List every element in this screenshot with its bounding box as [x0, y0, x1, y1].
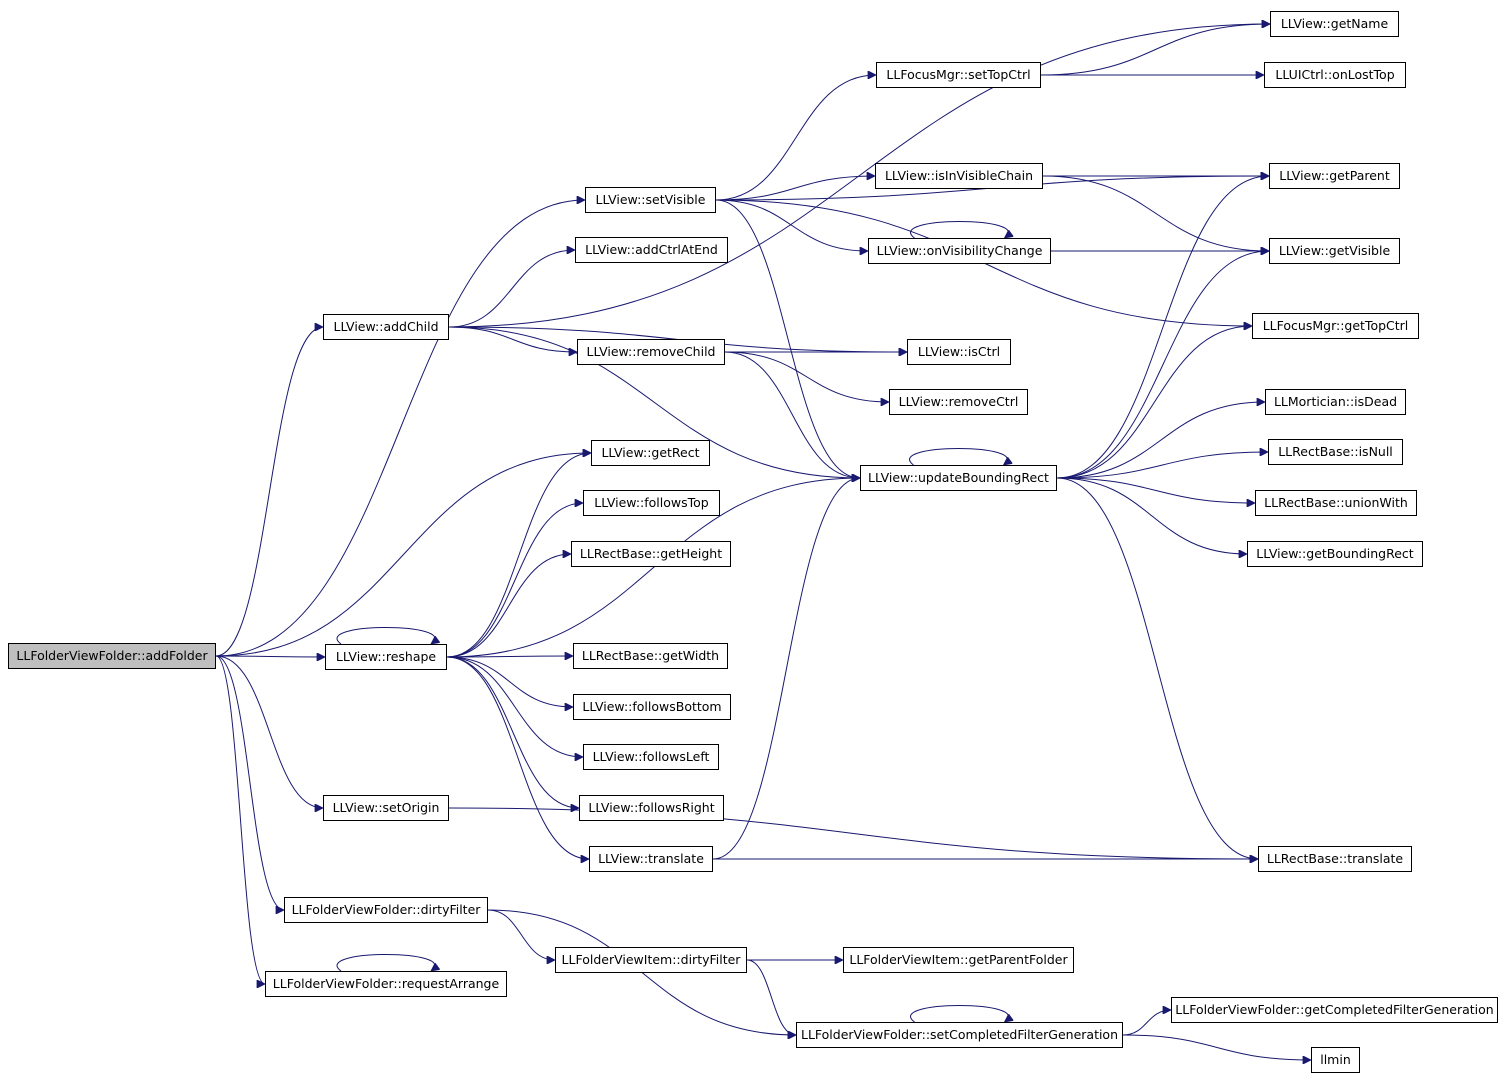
edge-addChild-to-getName — [448, 24, 1270, 328]
node-remove-ctrl[interactable]: LLView::removeCtrl — [889, 389, 1028, 415]
edge-updateBoundingRect-to-getParent — [1056, 176, 1269, 479]
edge-addChild-to-addCtrlAtEnd — [448, 250, 575, 328]
node-get-name[interactable]: LLView::getName — [1270, 11, 1399, 37]
edge-onVisibilityChange-to-onVisibilityChange — [910, 221, 1009, 239]
edge-updateBoundingRect-to-getBoundingRect — [1056, 477, 1247, 554]
edge-reshape-to-followsRight — [446, 656, 579, 808]
node-is-dead[interactable]: LLMortician::isDead — [1265, 389, 1406, 415]
node-set-origin[interactable]: LLView::setOrigin — [323, 795, 449, 821]
edge-dirtyFilter-to-itemDirtyFilter — [487, 909, 555, 960]
edge-reshape-to-getHeight — [446, 554, 571, 658]
node-get-parent-folder[interactable]: LLFolderViewItem::getParentFolder — [843, 947, 1074, 973]
edge-updateBoundingRect-to-getVisible — [1056, 251, 1269, 479]
node-set-visible[interactable]: LLView::setVisible — [585, 187, 716, 213]
edge-reshape-to-getRect — [446, 453, 591, 658]
node-item-dirty-filter[interactable]: LLFolderViewItem::dirtyFilter — [555, 947, 747, 973]
edge-requestArrange-to-requestArrange — [336, 954, 435, 972]
node-is-in-visible-chain[interactable]: LLView::isInVisibleChain — [875, 163, 1043, 189]
edge-setCompletedFilterGeneration-to-setCompletedFilterGeneration — [910, 1005, 1009, 1023]
edge-setCompletedFilterGeneration-to-llmin — [1122, 1034, 1311, 1060]
node-on-visibility-change[interactable]: LLView::onVisibilityChange — [868, 238, 1051, 264]
node-get-rect[interactable]: LLView::getRect — [591, 440, 710, 466]
node-set-completed-filter-generation[interactable]: LLFolderViewFolder::setCompletedFilterGe… — [796, 1022, 1123, 1048]
node-dirty-filter[interactable]: LLFolderViewFolder::dirtyFilter — [284, 897, 488, 923]
node-get-width[interactable]: LLRectBase::getWidth — [573, 643, 728, 669]
edge-updateBoundingRect-to-updateBoundingRect — [909, 448, 1008, 466]
edge-reshape-to-translateView — [446, 656, 589, 859]
node-follows-bottom[interactable]: LLView::followsBottom — [573, 694, 731, 720]
edge-reshape-to-followsLeft — [446, 656, 583, 757]
node-get-visible[interactable]: LLView::getVisible — [1269, 238, 1400, 264]
node-translate-rect[interactable]: LLRectBase::translate — [1258, 846, 1412, 872]
edge-updateBoundingRect-to-getTopCtrl — [1056, 326, 1252, 479]
node-union-with[interactable]: LLRectBase::unionWith — [1255, 490, 1417, 516]
edge-updateBoundingRect-to-translateRect — [1056, 477, 1258, 859]
node-add-ctrl-at-end[interactable]: LLView::addCtrlAtEnd — [575, 237, 728, 263]
edge-translateView-to-updateBoundingRect — [712, 478, 860, 860]
edge-addFolder-to-getRect — [215, 453, 591, 657]
node-is-ctrl[interactable]: LLView::isCtrl — [907, 339, 1011, 365]
node-reshape[interactable]: LLView::reshape — [325, 644, 447, 670]
edge-reshape-to-followsBottom — [446, 656, 573, 707]
edge-updateBoundingRect-to-isDead — [1056, 402, 1265, 479]
node-update-bounding-rect[interactable]: LLView::updateBoundingRect — [860, 465, 1057, 491]
node-request-arrange[interactable]: LLFolderViewFolder::requestArrange — [265, 971, 507, 997]
edge-setVisible-to-isInVisibleChain — [715, 176, 875, 201]
node-get-completed-filter-generation[interactable]: LLFolderViewFolder::getCompletedFilterGe… — [1171, 997, 1498, 1023]
edge-removeChild-to-removeCtrl — [724, 351, 889, 402]
edge-isInVisibleChain-to-getVisible — [1042, 175, 1269, 251]
edge-setVisible-to-updateBoundingRect — [715, 199, 860, 478]
node-follows-right[interactable]: LLView::followsRight — [579, 795, 724, 821]
edge-reshape-to-reshape — [336, 627, 435, 645]
node-get-parent[interactable]: LLView::getParent — [1269, 163, 1400, 189]
node-follows-left[interactable]: LLView::followsLeft — [583, 744, 719, 770]
edge-addFolder-to-requestArrange — [215, 655, 265, 984]
edge-addFolder-to-setVisible — [215, 200, 585, 657]
node-remove-child[interactable]: LLView::removeChild — [577, 339, 725, 365]
edge-addFolder-to-dirtyFilter — [215, 655, 284, 910]
node-on-lost-top[interactable]: LLUICtrl::onLostTop — [1264, 62, 1406, 88]
node-llmin[interactable]: llmin — [1311, 1047, 1360, 1073]
edge-addFolder-to-reshape — [215, 656, 325, 657]
node-is-null[interactable]: LLRectBase::isNull — [1268, 439, 1403, 465]
edge-setCompletedFilterGeneration-to-getCompletedFilterGeneration — [1122, 1010, 1171, 1036]
node-add-child[interactable]: LLView::addChild — [323, 314, 449, 340]
node-translate-view[interactable]: LLView::translate — [589, 846, 713, 872]
node-get-bounding-rect[interactable]: LLView::getBoundingRect — [1247, 541, 1423, 567]
node-get-height[interactable]: LLRectBase::getHeight — [571, 541, 731, 567]
edge-addChild-to-updateBoundingRect — [448, 326, 860, 478]
node-get-top-ctrl[interactable]: LLFocusMgr::getTopCtrl — [1252, 313, 1419, 339]
node-follows-top[interactable]: LLView::followsTop — [583, 490, 720, 516]
edge-addChild-to-removeChild — [448, 326, 577, 352]
edge-removeChild-to-updateBoundingRect — [724, 351, 860, 478]
edge-itemDirtyFilter-to-setCompletedFilterGeneration — [746, 959, 796, 1035]
edge-addFolder-to-setOrigin — [215, 655, 323, 808]
edge-reshape-to-updateBoundingRect — [446, 478, 860, 658]
node-set-top-ctrl[interactable]: LLFocusMgr::setTopCtrl — [876, 62, 1041, 88]
edge-setVisible-to-setTopCtrl — [715, 75, 876, 201]
edge-reshape-to-followsTop — [446, 503, 583, 658]
edge-updateBoundingRect-to-isNull — [1056, 452, 1268, 479]
edge-setVisible-to-onVisibilityChange — [715, 199, 868, 251]
edge-updateBoundingRect-to-unionWith — [1056, 477, 1255, 503]
node-add-folder: LLFolderViewFolder::addFolder — [8, 643, 216, 669]
edge-setOrigin-to-translateRect — [448, 807, 1258, 859]
edge-addFolder-to-addChild — [215, 327, 323, 657]
edge-setTopCtrl-to-getName — [1040, 24, 1270, 76]
